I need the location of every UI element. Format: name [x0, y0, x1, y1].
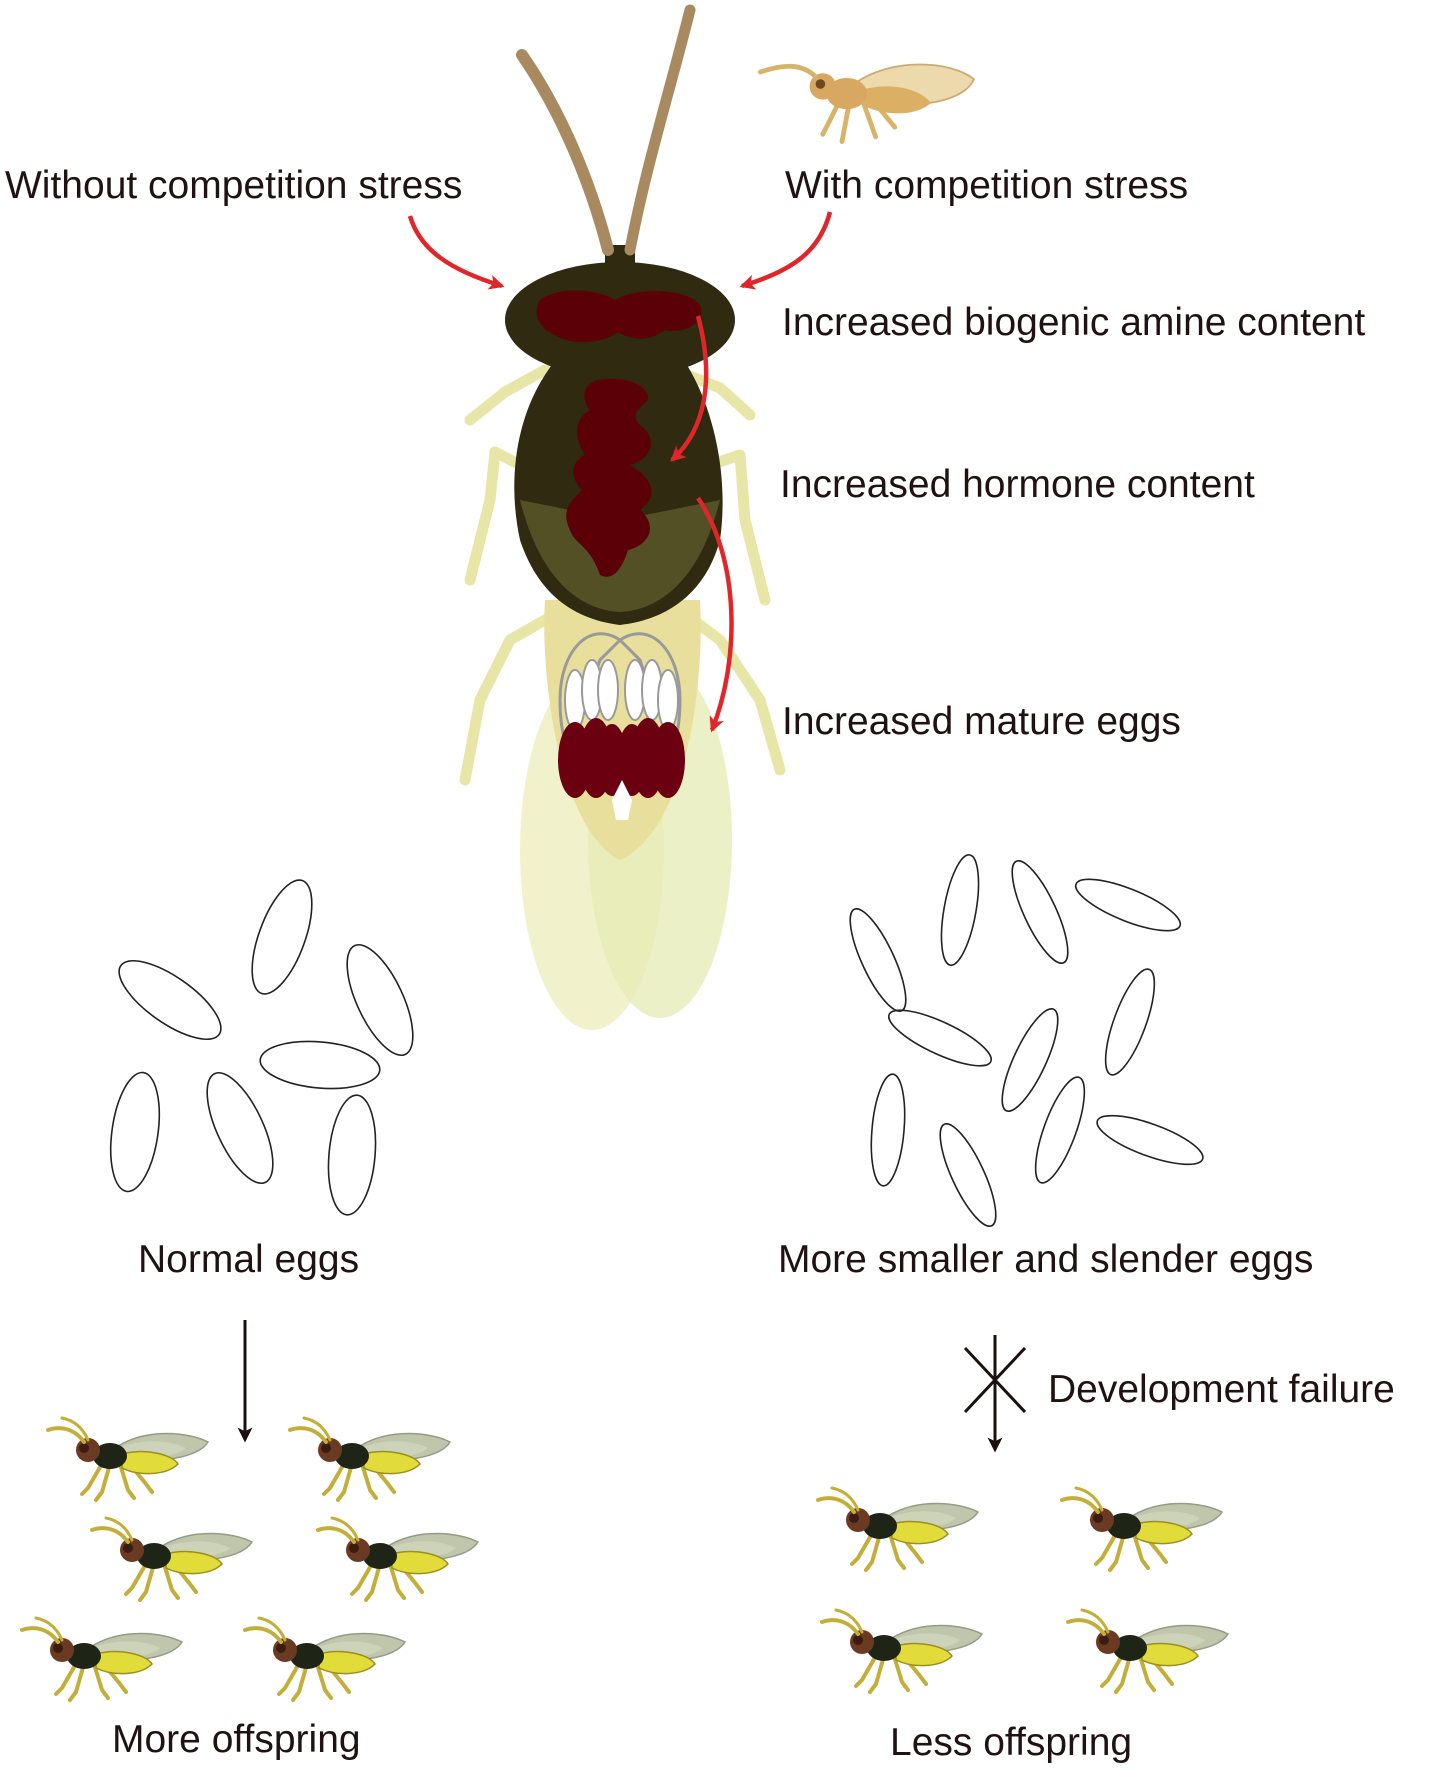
arrow-without-stress — [407, 215, 505, 290]
label-normal-eggs: Normal eggs — [138, 1238, 359, 1281]
label-development-failure: Development failure — [1048, 1368, 1395, 1411]
label-without-stress: Without competition stress — [5, 164, 462, 207]
arrow-to-mature-eggs — [696, 496, 734, 733]
wasp-offspring-icon — [46, 1416, 210, 1502]
wasp-offspring-icon — [20, 1616, 184, 1702]
more-offspring-wasps — [20, 1416, 480, 1702]
label-mature-eggs: Increased mature eggs — [782, 700, 1181, 743]
label-slender-eggs: More smaller and slender eggs — [778, 1238, 1313, 1281]
label-amine: Increased biogenic amine content — [782, 301, 1365, 344]
slender-eggs-group — [839, 851, 1209, 1234]
wasp-offspring-icon — [288, 1416, 452, 1502]
normal-eggs-group — [103, 871, 428, 1218]
label-with-stress: With competition stress — [785, 164, 1188, 207]
label-less-offspring: Less offspring — [890, 1721, 1132, 1764]
label-more-offspring: More offspring — [112, 1718, 361, 1761]
less-offspring-wasps — [816, 1486, 1230, 1694]
red-process-arrows — [407, 211, 833, 733]
wasp-offspring-icon — [1060, 1486, 1224, 1572]
central-wasp-illustration — [459, 4, 786, 1030]
crossed-arrow-icon — [963, 1335, 1027, 1453]
parasitoid-wasp-icon — [757, 63, 976, 145]
arrow-with-stress — [739, 211, 833, 290]
ovaries-illustration — [558, 632, 685, 820]
wasp-offspring-icon — [820, 1608, 984, 1694]
wasp-offspring-icon — [243, 1616, 407, 1702]
wasp-offspring-icon — [316, 1516, 480, 1602]
wasp-offspring-icon — [816, 1486, 980, 1572]
label-hormone: Increased hormone content — [780, 463, 1255, 506]
wasp-offspring-icon — [90, 1516, 254, 1602]
arrow-to-hormone — [670, 315, 709, 462]
wasp-offspring-icon — [1066, 1608, 1230, 1694]
